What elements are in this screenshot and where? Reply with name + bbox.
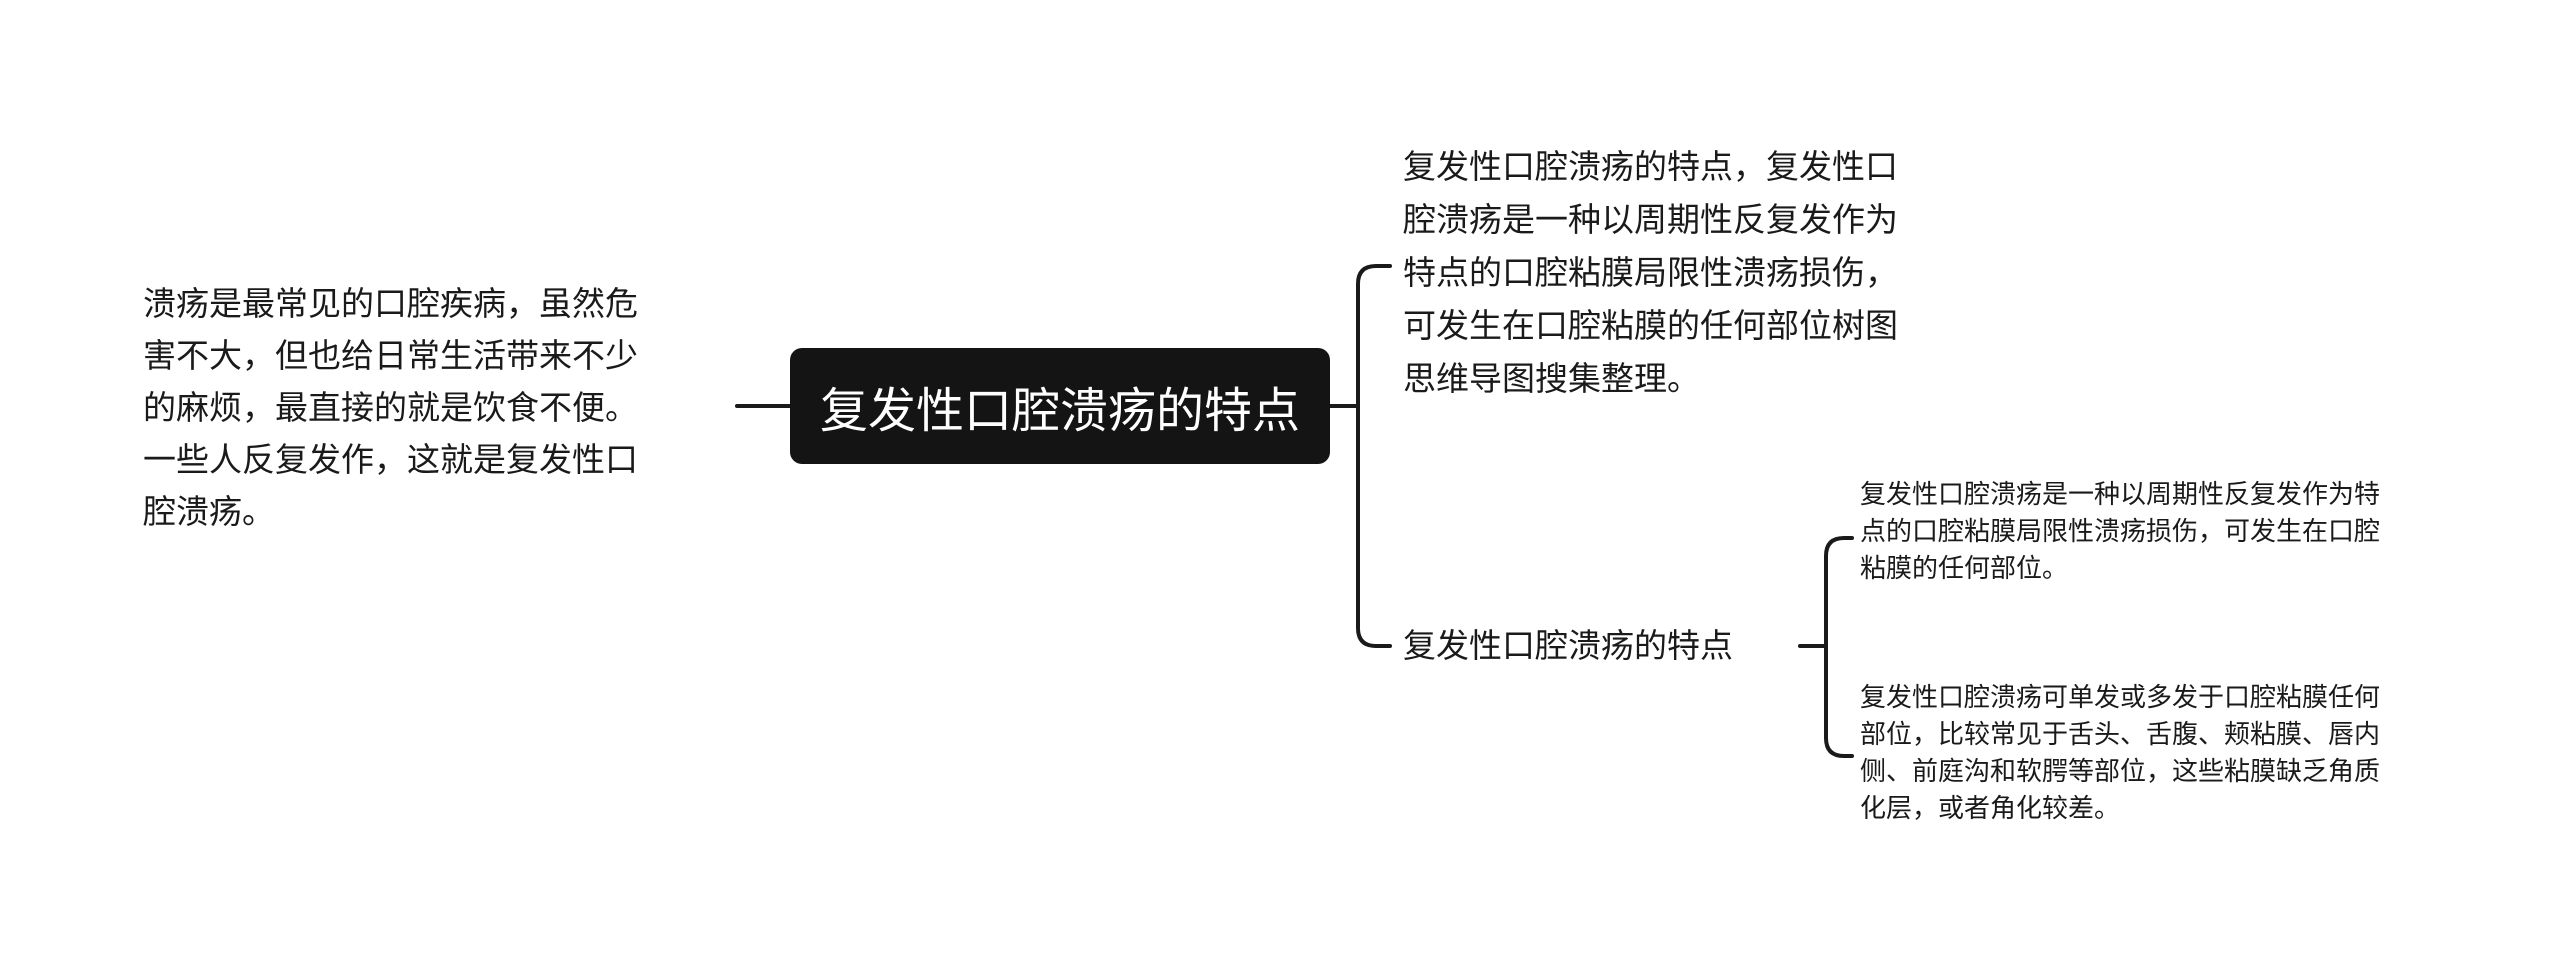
child-2-line: 部位，比较常见于舌头、舌腹、颊粘膜、唇内 [1860, 720, 2381, 750]
child-2-line: 复发性口腔溃疡可单发或多发于口腔粘膜任何 [1860, 683, 2381, 713]
left-note-line: 害不大，但也给日常生活带来不少 [143, 336, 638, 375]
child-2-line: 侧、前庭沟和软腭等部位，这些粘膜缺乏角质 [1860, 757, 2381, 787]
child-2-node[interactable]: 复发性口腔溃疡可单发或多发于口腔粘膜任何 部位，比较常见于舌头、舌腹、颊粘膜、唇… [1860, 680, 2380, 828]
child-1-line: 复发性口腔溃疡是一种以周期性反复发作为特 [1860, 480, 2381, 510]
child-1-line: 点的口腔粘膜局限性溃疡损伤，可发生在口腔 [1860, 517, 2381, 547]
left-note-line: 溃疡是最常见的口腔疾病，虽然危 [143, 284, 638, 323]
connector-branch-2-to-child-2 [1824, 644, 1854, 758]
branch-1-line: 复发性口腔溃疡的特点，复发性口 [1403, 147, 1898, 186]
child-1-line: 粘膜的任何部位。 [1860, 554, 2069, 584]
root-node-label: 复发性口腔溃疡的特点 [819, 383, 1300, 439]
branch-1-line: 可发生在口腔粘膜的任何部位树图 [1403, 306, 1898, 345]
branch-2-node[interactable]: 复发性口腔溃疡的特点 [1403, 620, 1733, 672]
child-2-line: 化层，或者角化较差。 [1860, 794, 2121, 824]
branch-1-line: 腔溃疡是一种以周期性反复发作为 [1403, 200, 1898, 239]
connector-root-to-branch-2 [1356, 404, 1392, 648]
left-note: 溃疡是最常见的口腔疾病，虽然危 害不大，但也给日常生活带来不少 的麻烦，最直接的… [143, 278, 638, 538]
branch-1-line: 思维导图搜集整理。 [1403, 359, 1700, 398]
left-note-line: 一些人反复发作，这就是复发性口 [143, 440, 638, 479]
child-1-node[interactable]: 复发性口腔溃疡是一种以周期性反复发作为特 点的口腔粘膜局限性溃疡损伤，可发生在口… [1860, 477, 2380, 588]
left-note-line: 的麻烦，最直接的就是饮食不便。 [143, 388, 638, 427]
branch-2-label: 复发性口腔溃疡的特点 [1403, 626, 1733, 665]
connector-root-to-branch-1 [1356, 264, 1392, 408]
left-note-line: 腔溃疡。 [143, 492, 275, 531]
branch-1-line: 特点的口腔粘膜局限性溃疡损伤， [1403, 253, 1898, 292]
branch-1-node[interactable]: 复发性口腔溃疡的特点，复发性口 腔溃疡是一种以周期性反复发作为 特点的口腔粘膜局… [1403, 140, 1898, 405]
connector-branch-2-to-child-1 [1824, 536, 1854, 648]
root-node[interactable]: 复发性口腔溃疡的特点 [790, 348, 1330, 464]
